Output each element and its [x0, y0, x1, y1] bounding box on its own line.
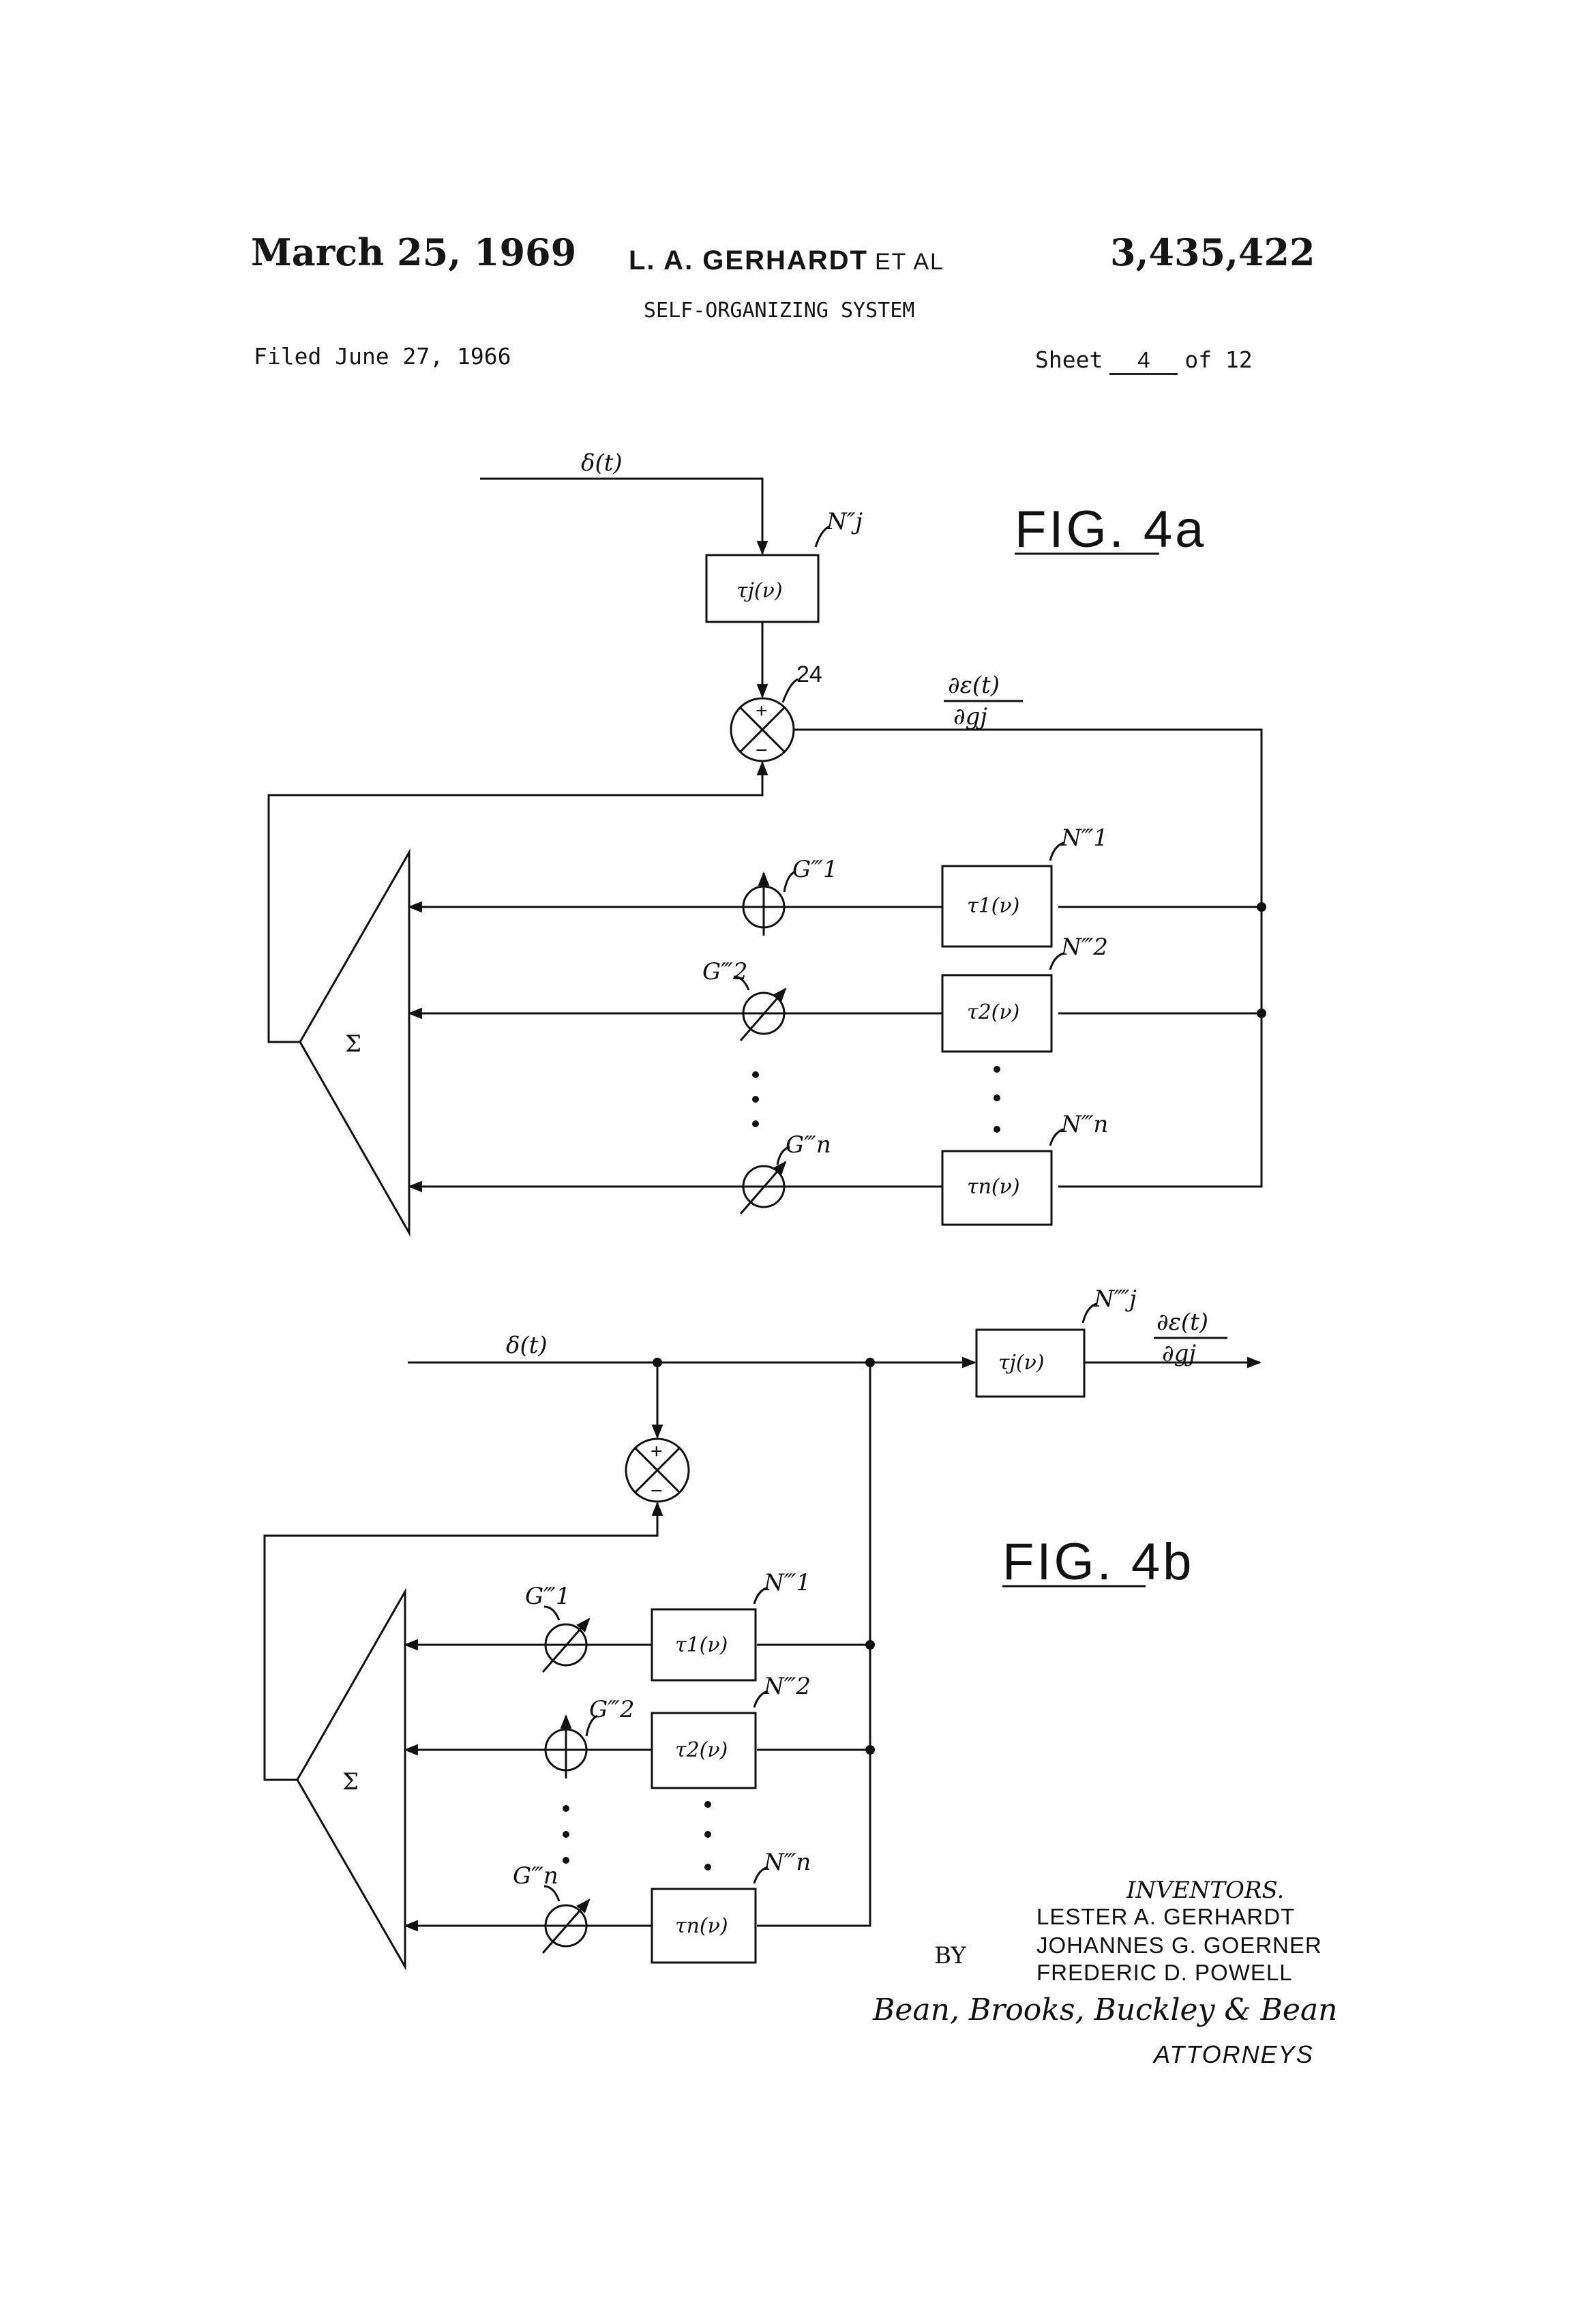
- fig4a-block-n-label: τn(ν): [967, 1175, 1020, 1199]
- inventors-heading: INVENTORS.: [1126, 1877, 1284, 1904]
- fig4b-caption: FIG. 4b: [1002, 1533, 1194, 1591]
- fig4a-input-line: [480, 479, 762, 554]
- fig4a-block-1-ref: N‴1: [1060, 824, 1108, 852]
- inventor-name-1: LESTER A. GERHARDT: [1036, 1904, 1295, 1930]
- inventor-name-2: JOHANNES G. GOERNER: [1036, 1933, 1322, 1958]
- attorney-signature: Bean, Brooks, Buckley & Bean: [873, 1993, 1338, 2027]
- fig4b-minus-sign: −: [651, 1480, 663, 1502]
- fig4b-block-n-label: τn(ν): [675, 1914, 728, 1938]
- fig4a-minus-sign: −: [756, 739, 768, 762]
- fig4b-input-label: δ(t): [506, 1332, 548, 1359]
- fig4a-block-1-label: τ1(ν): [967, 894, 1019, 918]
- fig4a-block-2-ref: N‴2: [1060, 934, 1108, 961]
- fig4b-block-1-label: τ1(ν): [675, 1633, 728, 1657]
- fig4a-gain-1-label: G‴1: [792, 856, 837, 883]
- fig4b-block-n-ref: N‴n: [763, 1849, 811, 1876]
- fig4a-comparator-ref: 24: [796, 661, 822, 687]
- by-label: BY: [934, 1942, 966, 1969]
- fig4a-block-2-label: τ2(ν): [967, 1000, 1019, 1024]
- fig4b-diagram: [265, 1304, 1260, 1967]
- fig4b-out-block-label: τj(ν): [998, 1351, 1045, 1375]
- fig4b-block-2-label: τ2(ν): [675, 1738, 728, 1762]
- fig4b-gain-1-label: G‴1: [525, 1583, 570, 1610]
- fig4a-plus-sign: +: [756, 700, 768, 722]
- fig4b-out-block-ref: N⁗j: [1093, 1285, 1137, 1313]
- fig4a-feedback-line: [269, 762, 762, 1042]
- fig4b-output-label-den: ∂gj: [1162, 1340, 1196, 1367]
- fig4a-output-label-den: ∂gj: [953, 703, 987, 730]
- fig4b-gain-2-label: G‴2: [589, 1696, 634, 1723]
- fig4b-block-2-ref: N‴2: [763, 1673, 811, 1700]
- fig4a-top-block-label: τj(ν): [736, 579, 783, 603]
- fig4b-summer-label: Σ: [342, 1768, 359, 1796]
- fig4b-output-label-num: ∂ε(t): [1156, 1309, 1208, 1336]
- fig4a-output-bus: [794, 730, 1262, 1187]
- fig4a-gain-2-label: G‴2: [702, 958, 747, 985]
- fig4b-block-1-ref: N‴1: [763, 1569, 811, 1596]
- fig4a-gain-n-label: G‴n: [786, 1131, 831, 1159]
- fig4a-summer-label: Σ: [345, 1030, 361, 1058]
- fig4a-top-block-ref: N″j: [826, 508, 863, 535]
- fig4a-input-label: δ(t): [581, 449, 623, 477]
- attorneys-label: ATTORNEYS: [1154, 2040, 1314, 2069]
- fig4a-block-n-ref: N‴n: [1060, 1111, 1108, 1138]
- fig4a-output-label-num: ∂ε(t): [948, 672, 1000, 699]
- fig4b-plus-sign: +: [651, 1440, 663, 1463]
- fig4a-caption: FIG. 4a: [1015, 501, 1206, 558]
- fig4b-gain-n-label: G‴n: [513, 1862, 558, 1890]
- inventor-name-3: FREDERIC D. POWELL: [1036, 1960, 1293, 1986]
- fig4a-comparator-leader: [783, 679, 798, 702]
- fig4b-feedback-line: [265, 1503, 657, 1780]
